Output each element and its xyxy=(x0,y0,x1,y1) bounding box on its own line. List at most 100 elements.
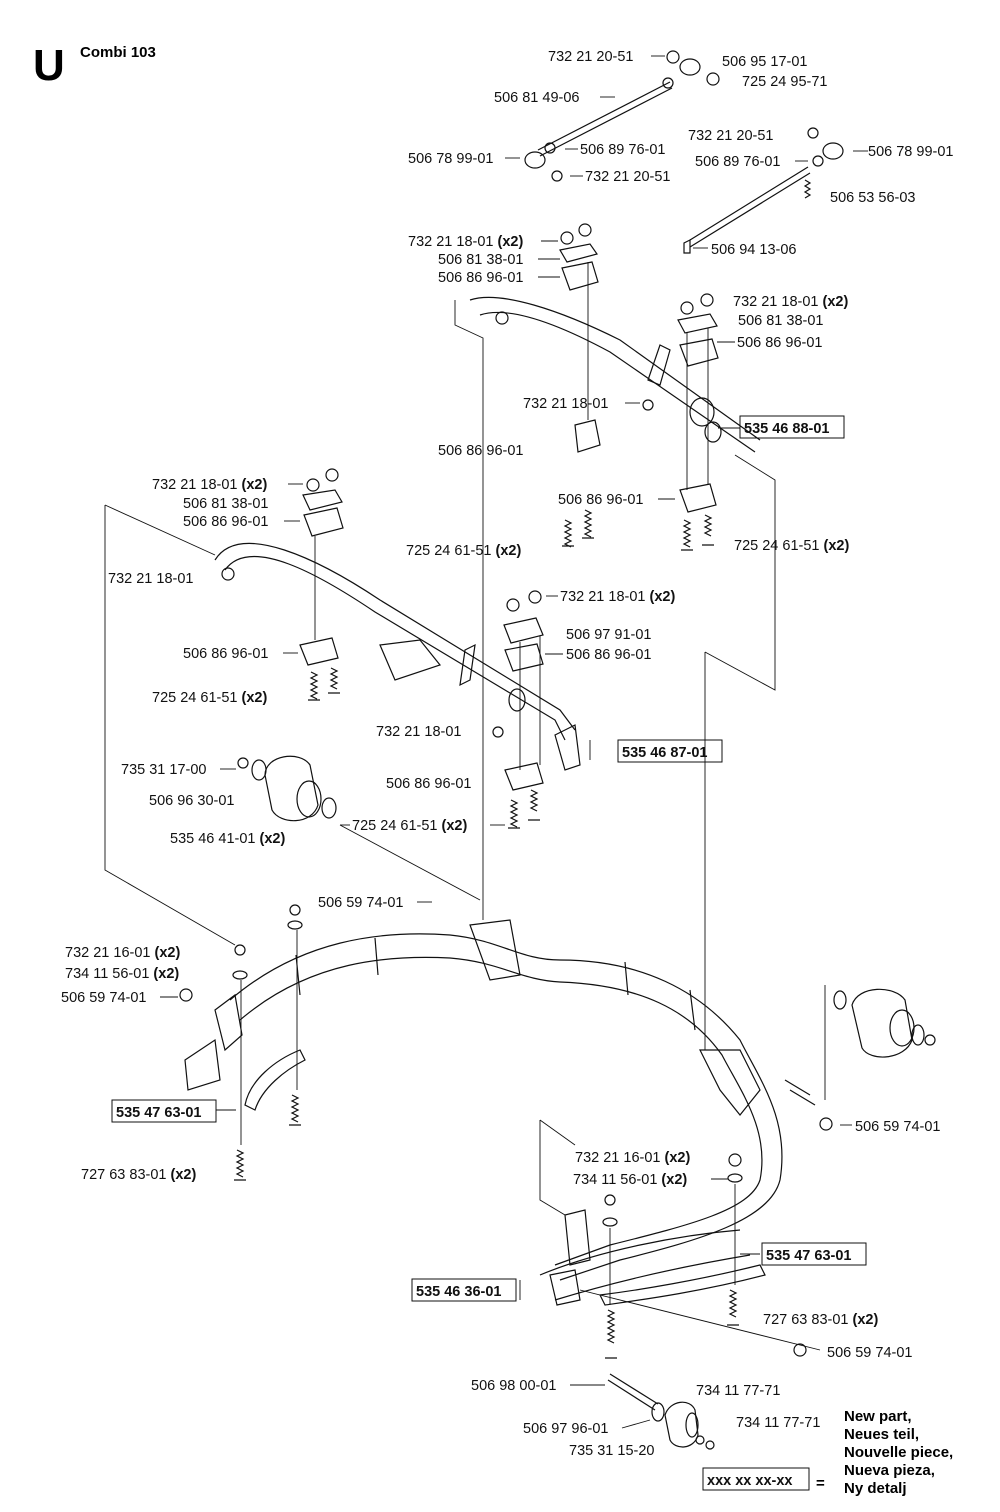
part-label: 506 53 56-03 xyxy=(830,190,915,206)
part-label: 727 63 83-01 (x2) xyxy=(763,1312,878,1328)
label-leaders xyxy=(160,55,868,1429)
right-support-bracket xyxy=(599,1153,807,1359)
svg-text:506 95 17-01: 506 95 17-01 xyxy=(722,54,807,70)
svg-text:732 21 18-01 (x2): 732 21 18-01 (x2) xyxy=(408,234,523,250)
svg-text:506 94 13-06: 506 94 13-06 xyxy=(711,242,796,258)
part-label: 725 24 61-51 (x2) xyxy=(352,818,467,834)
svg-text:506 86 96-01: 506 86 96-01 xyxy=(438,443,523,459)
part-label-boxed: 535 47 63-01 xyxy=(111,1099,217,1123)
part-label: 506 86 96-01 xyxy=(566,647,651,663)
svg-text:732 21 18-01 (x2): 732 21 18-01 (x2) xyxy=(733,294,848,310)
svg-text:506 96 30-01: 506 96 30-01 xyxy=(149,793,234,809)
part-label: 734 11 56-01 (x2) xyxy=(573,1172,687,1188)
part-label: 506 86 96-01 xyxy=(558,492,643,508)
part-label: 506 98 00-01 xyxy=(471,1378,556,1394)
svg-text:506 59 74-01: 506 59 74-01 xyxy=(61,990,146,1006)
model-name: Combi 103 xyxy=(80,44,156,61)
svg-text:535 47 63-01: 535 47 63-01 xyxy=(116,1105,201,1121)
legend-line: Nueva pieza, xyxy=(844,1462,935,1479)
svg-text:732 21 20-51: 732 21 20-51 xyxy=(585,169,670,185)
part-label: 727 63 83-01 (x2) xyxy=(81,1167,196,1183)
legend-equals: = xyxy=(816,1475,825,1492)
part-label: 506 96 30-01 xyxy=(149,793,234,809)
part-label: 506 97 91-01 xyxy=(566,627,651,643)
part-label: 506 81 38-01 xyxy=(738,313,823,329)
part-label: 732 21 18-01 (x2) xyxy=(560,589,675,605)
clamp-stack-upper-right xyxy=(677,293,719,551)
part-label: 732 21 18-01 xyxy=(108,571,193,587)
part-label: 735 31 15-20 xyxy=(569,1443,654,1459)
part-label-boxed: 535 46 87-01 xyxy=(617,739,723,763)
part-label: 734 11 56-01 (x2) xyxy=(65,966,179,982)
svg-text:732 21 18-01 (x2): 732 21 18-01 (x2) xyxy=(560,589,675,605)
svg-text:725 24 61-51 (x2): 725 24 61-51 (x2) xyxy=(406,543,521,559)
svg-text:506 53 56-03: 506 53 56-03 xyxy=(830,190,915,206)
svg-text:506 59 74-01: 506 59 74-01 xyxy=(318,895,403,911)
part-label: 506 86 96-01 xyxy=(438,270,523,286)
part-label: 506 81 38-01 xyxy=(183,496,268,512)
part-label: 732 21 18-01 (x2) xyxy=(733,294,848,310)
svg-text:732 21 16-01 (x2): 732 21 16-01 (x2) xyxy=(65,945,180,961)
svg-text:506 86 96-01: 506 86 96-01 xyxy=(737,335,822,351)
part-label: 506 59 74-01 xyxy=(61,990,146,1006)
part-label: 506 81 38-01 xyxy=(438,252,523,268)
legend-line: Nouvelle piece, xyxy=(844,1444,953,1461)
part-label: 506 97 96-01 xyxy=(523,1421,608,1437)
svg-text:506 78 99-01: 506 78 99-01 xyxy=(408,151,493,167)
part-label: 535 46 41-01 (x2) xyxy=(170,831,285,847)
svg-text:506 86 96-01: 506 86 96-01 xyxy=(386,776,471,792)
svg-text:734 11 56-01 (x2): 734 11 56-01 (x2) xyxy=(573,1172,687,1188)
svg-text:506 97 91-01: 506 97 91-01 xyxy=(566,627,651,643)
part-label: 732 21 18-01 (x2) xyxy=(152,477,267,493)
svg-text:535 46 88-01: 535 46 88-01 xyxy=(744,421,829,437)
part-label: 506 89 76-01 xyxy=(695,154,780,170)
legend: New part, Neues teil, Nouvelle piece, Nu… xyxy=(702,1408,953,1497)
upper-linkage xyxy=(524,50,844,254)
legend-sample-box xyxy=(702,1467,810,1491)
part-label: 506 86 96-01 xyxy=(183,646,268,662)
part-label-boxed: 535 47 63-01 xyxy=(761,1242,867,1266)
svg-text:732 21 16-01 (x2): 732 21 16-01 (x2) xyxy=(575,1150,690,1166)
svg-text:725 24 61-51 (x2): 725 24 61-51 (x2) xyxy=(352,818,467,834)
svg-text:506 81 49-06: 506 81 49-06 xyxy=(494,90,579,106)
part-label: 732 21 20-51 xyxy=(548,49,633,65)
svg-text:727 63 83-01 (x2): 727 63 83-01 (x2) xyxy=(763,1312,878,1328)
part-label: 506 78 99-01 xyxy=(408,151,493,167)
svg-text:725 24 95-71: 725 24 95-71 xyxy=(742,74,827,90)
part-label: 734 11 77-71 xyxy=(736,1415,820,1431)
svg-text:506 89 76-01: 506 89 76-01 xyxy=(695,154,780,170)
svg-text:506 78 99-01: 506 78 99-01 xyxy=(868,144,953,160)
part-label: 506 95 17-01 xyxy=(722,54,807,70)
svg-text:725 24 61-51 (x2): 725 24 61-51 (x2) xyxy=(152,690,267,706)
part-label: 725 24 61-51 (x2) xyxy=(406,543,521,559)
part-label: 506 89 76-01 xyxy=(580,142,665,158)
legend-line: Ny detalj xyxy=(844,1480,907,1497)
svg-text:734 11 77-71: 734 11 77-71 xyxy=(696,1383,780,1399)
drawing xyxy=(104,50,936,1450)
legend-line: New part, xyxy=(844,1408,912,1425)
part-label: 732 21 16-01 (x2) xyxy=(575,1150,690,1166)
svg-text:506 86 96-01: 506 86 96-01 xyxy=(558,492,643,508)
svg-text:506 97 96-01: 506 97 96-01 xyxy=(523,1421,608,1437)
svg-text:506 81 38-01: 506 81 38-01 xyxy=(438,252,523,268)
reference-lines xyxy=(104,262,826,1351)
svg-text:732 21 18-01: 732 21 18-01 xyxy=(523,396,608,412)
part-label: 732 21 20-51 xyxy=(585,169,670,185)
part-label: 506 59 74-01 xyxy=(827,1345,912,1361)
part-label: 734 11 77-71 xyxy=(696,1383,780,1399)
legend-sample: xxx xx xx-xx xyxy=(707,1473,792,1489)
svg-text:506 86 96-01: 506 86 96-01 xyxy=(183,646,268,662)
front-cross-arm xyxy=(539,1209,751,1306)
svg-text:735 31 15-20: 735 31 15-20 xyxy=(569,1443,654,1459)
right-wheel xyxy=(819,988,936,1131)
part-label: 725 24 61-51 (x2) xyxy=(152,690,267,706)
clamp-stack-middle xyxy=(503,590,544,829)
part-label: 506 86 96-01 xyxy=(737,335,822,351)
part-label: 506 86 96-01 xyxy=(438,443,523,459)
legend-line: Neues teil, xyxy=(844,1426,919,1443)
svg-text:506 59 74-01: 506 59 74-01 xyxy=(827,1345,912,1361)
middle-axle xyxy=(214,542,581,771)
svg-text:506 86 96-01: 506 86 96-01 xyxy=(183,514,268,530)
svg-text:506 89 76-01: 506 89 76-01 xyxy=(580,142,665,158)
